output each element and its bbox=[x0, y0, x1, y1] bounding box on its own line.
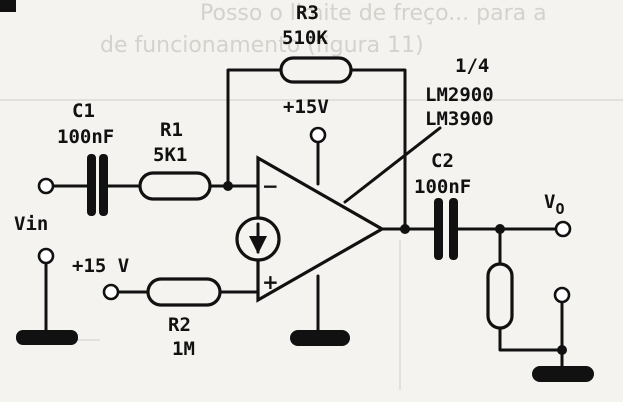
capacitor-c1-plate-right bbox=[99, 154, 108, 216]
label-vo-main: V bbox=[544, 191, 555, 213]
resistor-r2 bbox=[146, 277, 222, 307]
label-supply-bias: +15 V bbox=[72, 255, 129, 277]
junction-output-node bbox=[400, 224, 410, 234]
label-opamp-part-2: LM3900 bbox=[425, 108, 494, 130]
label-r1-ref: R1 bbox=[160, 119, 183, 141]
bleed-text-line-2: de funcionamento (figura 11) bbox=[100, 33, 424, 58]
label-vo: VO bbox=[544, 191, 564, 218]
label-c1-ref: C1 bbox=[72, 100, 95, 122]
bleed-mark-corner bbox=[0, 0, 16, 12]
wire-resistor-to-ground bbox=[498, 326, 564, 352]
terminal-bias-supply bbox=[102, 283, 120, 301]
junction-inverting-node bbox=[223, 181, 233, 191]
terminal-supply bbox=[309, 126, 327, 144]
wire-feedback-right bbox=[349, 68, 407, 231]
label-supply-top: +15V bbox=[283, 96, 329, 118]
label-r1-value: 5K1 bbox=[153, 144, 187, 166]
bleed-text-line-1: Posso o limite de freço... para a bbox=[200, 1, 547, 26]
label-vin: Vin bbox=[14, 213, 48, 235]
label-c1-value: 100nF bbox=[57, 126, 114, 148]
opamp-inverting-sign: − bbox=[262, 174, 279, 198]
opamp: − + bbox=[235, 155, 386, 303]
ground-opamp bbox=[290, 330, 350, 346]
resistor-r1 bbox=[138, 171, 212, 201]
ground-input bbox=[16, 330, 78, 345]
pointer-line bbox=[343, 126, 442, 204]
label-r2-value: 1M bbox=[172, 338, 195, 360]
label-opamp-fraction: 1/4 bbox=[455, 55, 489, 77]
resistor-r3 bbox=[279, 56, 353, 84]
label-c2-ref: C2 bbox=[431, 150, 454, 172]
terminal-output-aux bbox=[553, 286, 571, 304]
ground-output bbox=[532, 366, 594, 382]
wire-feedback-left bbox=[226, 68, 283, 188]
opamp-noninverting-sign: + bbox=[262, 270, 279, 294]
resistor-output-load bbox=[486, 262, 514, 330]
junction-vo-node bbox=[495, 224, 505, 234]
capacitor-c2 bbox=[434, 198, 458, 260]
label-r3-value: 510K bbox=[282, 27, 328, 49]
terminal-vin bbox=[37, 247, 55, 265]
current-source-arrow-icon bbox=[249, 236, 267, 254]
label-r2-ref: R2 bbox=[168, 314, 191, 336]
terminal-vo bbox=[554, 220, 572, 238]
capacitor-c2-plate-left bbox=[434, 198, 443, 260]
page-bleed-through: Posso o limite de freço... para a de fun… bbox=[0, 0, 623, 390]
capacitor-c2-plate-right bbox=[449, 198, 458, 260]
capacitor-c1 bbox=[87, 154, 108, 216]
label-c2-value: 100nF bbox=[414, 176, 471, 198]
terminal-vin-series bbox=[37, 177, 55, 195]
label-r3-ref: R3 bbox=[296, 2, 319, 24]
junction-ground-node bbox=[557, 345, 567, 355]
capacitor-c1-plate-left bbox=[87, 154, 96, 216]
label-vo-subscript: O bbox=[555, 200, 564, 218]
wires bbox=[44, 68, 564, 370]
label-opamp-part-1: LM2900 bbox=[425, 84, 494, 106]
